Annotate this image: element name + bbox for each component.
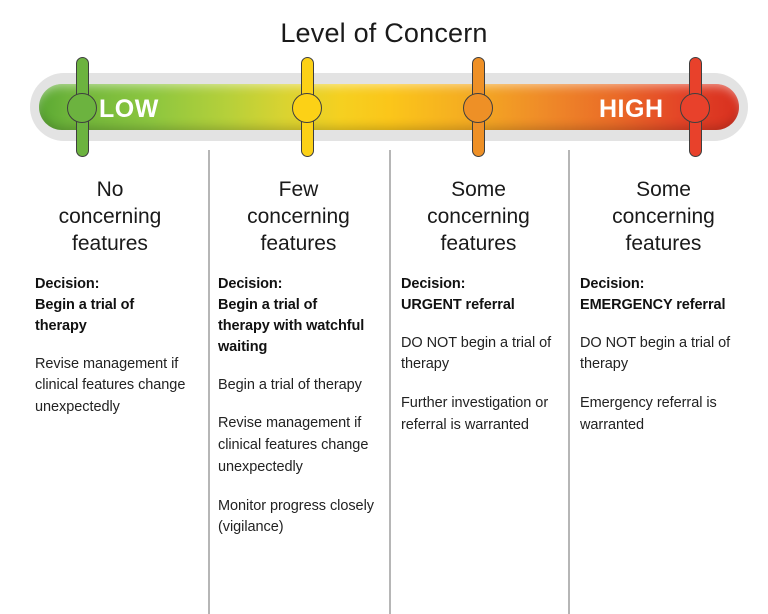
decision-columns: No concerning features Decision: Begin a… bbox=[0, 150, 768, 614]
gauge-label-high: HIGH bbox=[599, 95, 664, 123]
decision-line: waiting bbox=[218, 338, 268, 355]
marker-knob-icon bbox=[67, 93, 97, 123]
note-item: Further investigation or referral is war… bbox=[401, 395, 549, 433]
decision-line: EMERGENCY referral bbox=[580, 296, 726, 313]
decision-line: Decision: bbox=[580, 275, 645, 292]
column-few-concerning-features: Few concerning features Decision: Begin … bbox=[209, 150, 388, 614]
note-item: Begin a trial of therapy bbox=[218, 376, 362, 393]
column-header-line: concerning bbox=[58, 204, 162, 228]
note-item: Emergency referral is warranted bbox=[580, 395, 717, 433]
column-urgent-referral: Some concerning features Decision: URGEN… bbox=[390, 150, 567, 614]
gauge-label-low: LOW bbox=[99, 95, 159, 123]
column-header-line: features bbox=[440, 231, 517, 255]
note-item: DO NOT begin a trial of therapy bbox=[401, 334, 552, 373]
column-body: Decision: Begin a trial of therapy with … bbox=[209, 258, 388, 540]
decision-block: Decision: URGENT referral bbox=[401, 274, 567, 316]
column-header-line: features bbox=[260, 231, 337, 255]
marker-knob-icon bbox=[463, 93, 493, 123]
note-item: Monitor progress closely (vigilance) bbox=[218, 497, 374, 536]
column-header-line: concerning bbox=[247, 204, 350, 228]
decision-line: Begin a trial of bbox=[218, 296, 318, 313]
note-item: Revise management if clinical features c… bbox=[218, 415, 369, 475]
decision-line: Decision: bbox=[35, 275, 100, 292]
marker-knob-icon bbox=[292, 93, 322, 123]
column-header-line: features bbox=[625, 231, 702, 255]
column-emergency-referral: Some concerning features Decision: EMERG… bbox=[569, 150, 758, 614]
gauge-marker-low[interactable] bbox=[67, 57, 97, 157]
decision-block: Decision: Begin a trial of therapy with … bbox=[218, 274, 388, 358]
note-item: DO NOT begin a trial of therapy bbox=[580, 334, 731, 373]
column-divider bbox=[208, 150, 210, 614]
column-header-line: features bbox=[72, 231, 148, 255]
column-body: Decision: EMERGENCY referral DO NOT begi… bbox=[569, 258, 758, 437]
column-header: Few concerning features bbox=[209, 150, 388, 258]
column-header: Some concerning features bbox=[390, 150, 567, 258]
column-header: No concerning features bbox=[18, 150, 202, 258]
column-no-concerning-features: No concerning features Decision: Begin a… bbox=[18, 150, 202, 614]
column-header-line: concerning bbox=[427, 204, 530, 228]
column-divider bbox=[389, 150, 391, 614]
column-header-line: No bbox=[96, 178, 124, 201]
gauge-marker-high[interactable] bbox=[680, 57, 710, 157]
column-body: Decision: URGENT referral DO NOT begin a… bbox=[390, 258, 567, 437]
column-header-line: concerning bbox=[612, 204, 715, 228]
decision-line: Decision: bbox=[401, 275, 466, 292]
decision-line: Begin a trial of bbox=[35, 296, 135, 313]
note-item: Revise management if clinical features c… bbox=[35, 355, 186, 416]
decision-block: Decision: EMERGENCY referral bbox=[580, 274, 758, 316]
column-body: Decision: Begin a trial of therapy Revis… bbox=[18, 258, 202, 419]
decision-line: therapy bbox=[35, 317, 87, 334]
column-header: Some concerning features bbox=[569, 150, 758, 258]
decision-line: Decision: bbox=[218, 275, 283, 292]
gauge-marker-moderate[interactable] bbox=[292, 57, 322, 157]
gauge-marker-elevated[interactable] bbox=[463, 57, 493, 157]
gauge-gradient-bar: LOW HIGH bbox=[39, 84, 739, 130]
decision-line: URGENT referral bbox=[401, 296, 515, 313]
level-of-concern-gauge: LOW HIGH bbox=[30, 57, 748, 157]
decision-block: Decision: Begin a trial of therapy bbox=[35, 274, 202, 337]
column-divider bbox=[568, 150, 570, 614]
marker-knob-icon bbox=[680, 93, 710, 123]
column-header-line: Some bbox=[636, 178, 691, 201]
decision-line: therapy with watchful bbox=[218, 317, 365, 334]
page-title: Level of Concern bbox=[280, 18, 488, 48]
column-header-line: Few bbox=[278, 178, 319, 201]
column-header-line: Some bbox=[451, 178, 506, 201]
